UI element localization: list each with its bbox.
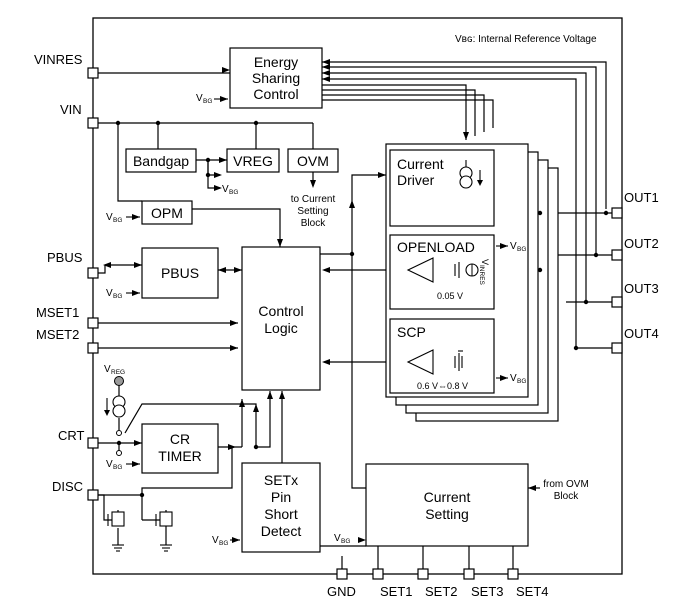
openload-threshold: 0.05 V bbox=[437, 291, 463, 301]
pin-mset1: MSET1 bbox=[36, 305, 79, 320]
arrowheads bbox=[103, 59, 536, 543]
to-current-setting-note: to Current Setting Block bbox=[291, 194, 336, 229]
svg-text:V: V bbox=[196, 93, 203, 104]
current-setting-line1: Current bbox=[424, 489, 471, 505]
svg-text:V: V bbox=[212, 535, 219, 546]
scp-reference-icon bbox=[454, 350, 463, 371]
current-driver-line2: Driver bbox=[397, 172, 435, 188]
control-logic-line1: Control bbox=[258, 303, 303, 319]
energy-sharing-line1: Energy bbox=[254, 54, 298, 70]
vbg-label-bandgap: V BG bbox=[222, 184, 238, 196]
svg-text:BG: BG bbox=[113, 293, 122, 300]
scp-label: SCP bbox=[397, 324, 426, 340]
svg-text:V: V bbox=[106, 288, 113, 299]
junction-dots bbox=[115, 120, 609, 498]
svg-text:V: V bbox=[510, 373, 517, 384]
svg-text:BG: BG bbox=[341, 538, 350, 545]
svg-text:BG: BG bbox=[517, 246, 526, 253]
pin-out3: OUT3 bbox=[624, 281, 659, 296]
svg-text:V: V bbox=[334, 533, 341, 544]
svg-text:V: V bbox=[480, 259, 490, 265]
current-setting-block: Current Setting bbox=[365, 463, 529, 547]
svg-text:from OVM: from OVM bbox=[543, 479, 589, 490]
setx-short-detect-block: SETx Pin Short Detect bbox=[241, 462, 321, 553]
energy-sharing-line3: Control bbox=[253, 86, 298, 102]
ic-boundary bbox=[92, 17, 623, 575]
svg-text:Block: Block bbox=[554, 491, 579, 502]
pin-out1: OUT1 bbox=[624, 190, 659, 205]
pin-vinres: VINRES bbox=[34, 52, 83, 67]
cr-timer-block: CR TIMER bbox=[141, 423, 219, 474]
svg-text:INRES: INRES bbox=[478, 265, 485, 286]
vbg-label-current-setting: V BG bbox=[334, 533, 350, 545]
bandgap-block: Bandgap bbox=[125, 148, 197, 173]
pin-squares bbox=[87, 67, 623, 580]
cr-timer-line2: TIMER bbox=[158, 448, 202, 464]
bandgap-label: Bandgap bbox=[133, 153, 189, 169]
setx-line3: Short bbox=[264, 506, 298, 522]
svg-text:BG: BG bbox=[517, 378, 526, 385]
svg-text:BG: BG bbox=[113, 464, 122, 471]
pin-mset2: MSET2 bbox=[36, 327, 79, 342]
svg-text:V: V bbox=[510, 241, 517, 252]
openload-label: OPENLOAD bbox=[397, 239, 475, 255]
pbus-block: PBUS bbox=[141, 247, 219, 299]
crt-current-source-icon bbox=[104, 376, 126, 456]
svg-text:BG: BG bbox=[229, 189, 238, 196]
current-driver-line1: Current bbox=[397, 156, 444, 172]
pin-set4: SET4 bbox=[516, 584, 549, 599]
svg-text:V: V bbox=[222, 184, 229, 195]
vinres-ref-label: V INRES bbox=[478, 259, 490, 286]
control-logic-line2: Logic bbox=[264, 320, 297, 336]
vreg-label: VREG bbox=[233, 153, 273, 169]
current-setting-line2: Setting bbox=[425, 506, 469, 522]
openload-comparator-icon bbox=[406, 257, 434, 283]
openload-block: OPENLOAD 0.05 V V INRES bbox=[389, 234, 495, 310]
svg-text:V: V bbox=[106, 459, 113, 470]
svg-text:BG: BG bbox=[113, 217, 122, 224]
ovm-label: OVM bbox=[297, 153, 329, 169]
legend-note: Vʙɢ: Internal Reference Voltage bbox=[455, 34, 597, 45]
openload-reference-icon bbox=[454, 262, 479, 278]
svg-text:to Current: to Current bbox=[291, 194, 336, 205]
from-ovm-note: from OVM Block bbox=[543, 479, 589, 502]
pin-vin: VIN bbox=[60, 102, 82, 117]
pin-set2: SET2 bbox=[425, 584, 458, 599]
svg-text:V: V bbox=[106, 212, 113, 223]
scp-block: SCP 0.6 V⇔0.8 V bbox=[389, 318, 495, 394]
svg-text:V: V bbox=[104, 364, 111, 375]
scp-comparator-icon bbox=[406, 349, 434, 375]
setx-line1: SETx bbox=[264, 472, 298, 488]
svg-text:BG: BG bbox=[219, 540, 228, 547]
current-driver-block: Current Driver bbox=[389, 149, 495, 227]
energy-sharing-control-block: Energy Sharing Control bbox=[229, 47, 323, 109]
pin-disc: DISC bbox=[52, 479, 83, 494]
pin-set1: SET1 bbox=[380, 584, 413, 599]
pin-pbus: PBUS bbox=[47, 250, 83, 265]
svg-text:REG: REG bbox=[111, 369, 125, 376]
pin-gnd: GND bbox=[327, 584, 356, 599]
ovm-block: OVM bbox=[287, 148, 339, 173]
pbus-block-label: PBUS bbox=[161, 265, 199, 281]
pin-crt: CRT bbox=[58, 428, 85, 443]
pin-out2: OUT2 bbox=[624, 236, 659, 251]
setx-line4: Detect bbox=[261, 523, 302, 539]
crt-vreg-label: V REG bbox=[104, 364, 125, 376]
current-source-icon bbox=[459, 160, 483, 189]
cr-timer-line1: CR bbox=[170, 431, 190, 447]
svg-text:BG: BG bbox=[203, 98, 212, 105]
control-logic-block: Control Logic bbox=[241, 246, 321, 391]
energy-sharing-line2: Sharing bbox=[252, 70, 300, 86]
vreg-block: VREG bbox=[226, 148, 280, 173]
opm-block: OPM bbox=[141, 200, 193, 225]
opm-label: OPM bbox=[151, 205, 183, 221]
scp-threshold: 0.6 V⇔0.8 V bbox=[417, 381, 468, 391]
pin-set3: SET3 bbox=[471, 584, 504, 599]
setx-line2: Pin bbox=[271, 489, 291, 505]
disc-transistor-icons bbox=[107, 511, 173, 552]
svg-text:Block: Block bbox=[301, 218, 326, 229]
pin-out4: OUT4 bbox=[624, 326, 659, 341]
svg-text:Setting: Setting bbox=[297, 206, 328, 217]
